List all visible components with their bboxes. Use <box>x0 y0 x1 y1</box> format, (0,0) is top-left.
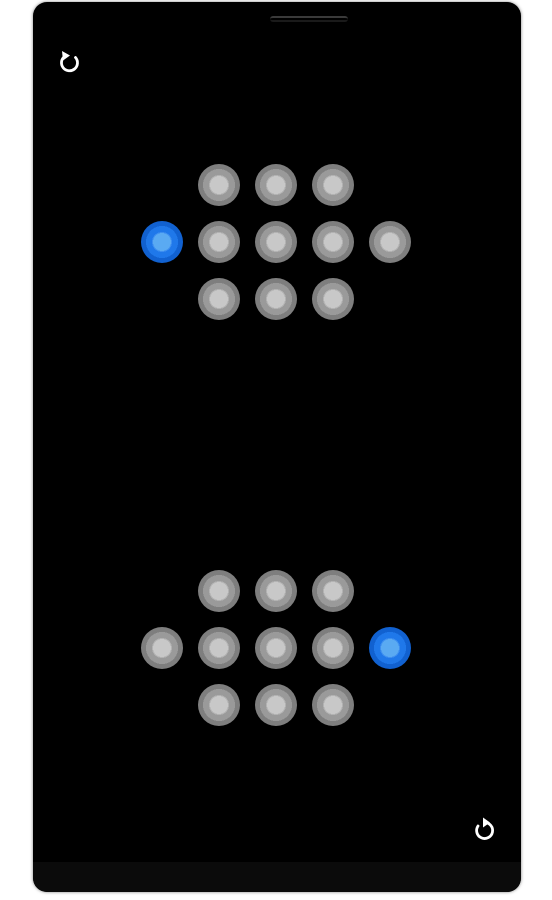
peg-bottom-board-r2-c3[interactable] <box>312 684 354 726</box>
peg-bottom-board-r0-c1[interactable] <box>198 570 240 612</box>
restart-button[interactable] <box>466 812 502 848</box>
peg-bottom-board-r1-c1[interactable] <box>198 627 240 669</box>
peg-top-board-r0-c2[interactable] <box>255 164 297 206</box>
peg-bottom-board-r1-c2[interactable] <box>255 627 297 669</box>
selected-peg-top-board-r1-c0[interactable] <box>141 221 183 263</box>
peg-bottom-board-r2-c2[interactable] <box>255 684 297 726</box>
peg-top-board-r1-c3[interactable] <box>312 221 354 263</box>
selected-peg-bottom-board-r1-c4[interactable] <box>369 627 411 669</box>
peg-top-board-r2-c2[interactable] <box>255 278 297 320</box>
speaker-notch <box>270 16 348 22</box>
rotate-button[interactable] <box>51 44 87 80</box>
peg-bottom-board-r0-c3[interactable] <box>312 570 354 612</box>
restart-icon <box>475 817 494 840</box>
peg-top-board-r1-c1[interactable] <box>198 221 240 263</box>
peg-top-board-r0-c1[interactable] <box>198 164 240 206</box>
peg-top-board-r0-c3[interactable] <box>312 164 354 206</box>
peg-top-board-r1-c2[interactable] <box>255 221 297 263</box>
peg-bottom-board-r2-c1[interactable] <box>198 684 240 726</box>
peg-bottom-board-r0-c2[interactable] <box>255 570 297 612</box>
rotate-clockwise-icon <box>60 51 79 73</box>
bottom-bar <box>33 862 521 892</box>
peg-top-board-r1-c4[interactable] <box>369 221 411 263</box>
peg-bottom-board-r1-c3[interactable] <box>312 627 354 669</box>
peg-top-board-r2-c1[interactable] <box>198 278 240 320</box>
peg-top-board-r2-c3[interactable] <box>312 278 354 320</box>
peg-bottom-board-r1-c0[interactable] <box>141 627 183 669</box>
game-screen <box>33 2 521 892</box>
